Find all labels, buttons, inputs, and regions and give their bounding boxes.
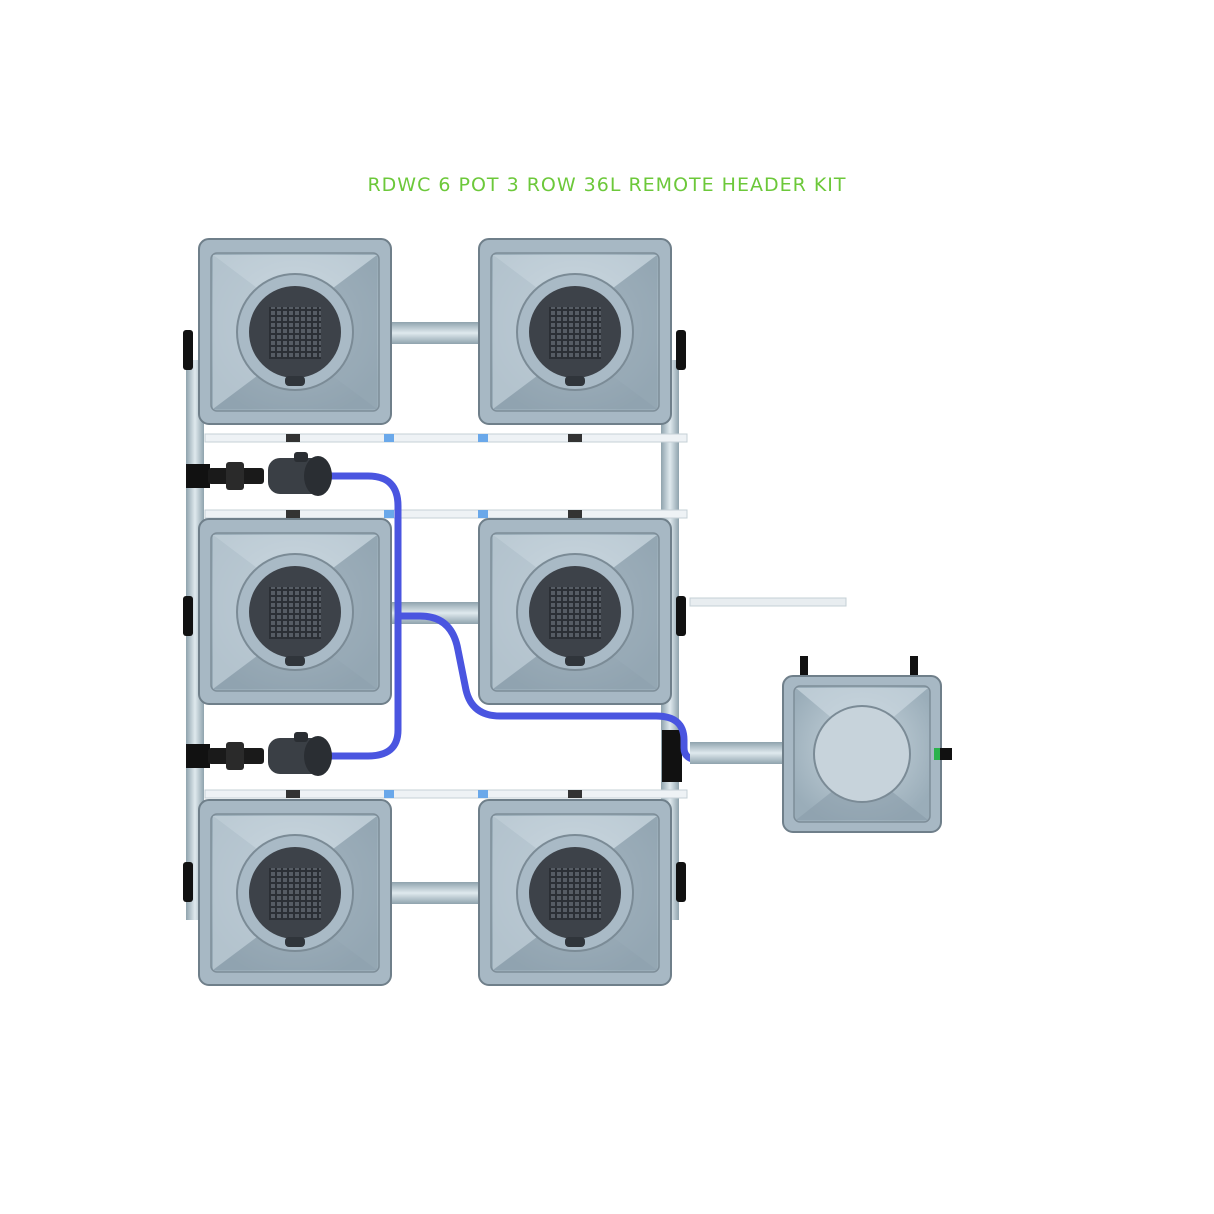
pot-icon: [198, 799, 392, 986]
pot-icon: [478, 518, 672, 705]
reservoir-icon: [782, 656, 952, 833]
pot-icon: [198, 518, 392, 705]
pot-icon: [198, 238, 392, 425]
pot-icon: [478, 799, 672, 986]
connector-pipe-row1: [390, 322, 482, 344]
blue-hoses: [326, 472, 786, 764]
manifold-fittings: [183, 330, 686, 902]
pump-icon: [208, 452, 332, 496]
diagram-title: RDWC 6 POT 3 ROW 36L REMOTE HEADER KIT: [367, 174, 847, 196]
connector-pipe-row3: [390, 882, 482, 904]
thin-rails: [204, 433, 847, 799]
left-manifold-pipe: [186, 360, 204, 920]
pot-icon: [478, 238, 672, 425]
header-pipe: [690, 742, 784, 764]
pump-icon: [208, 732, 332, 776]
